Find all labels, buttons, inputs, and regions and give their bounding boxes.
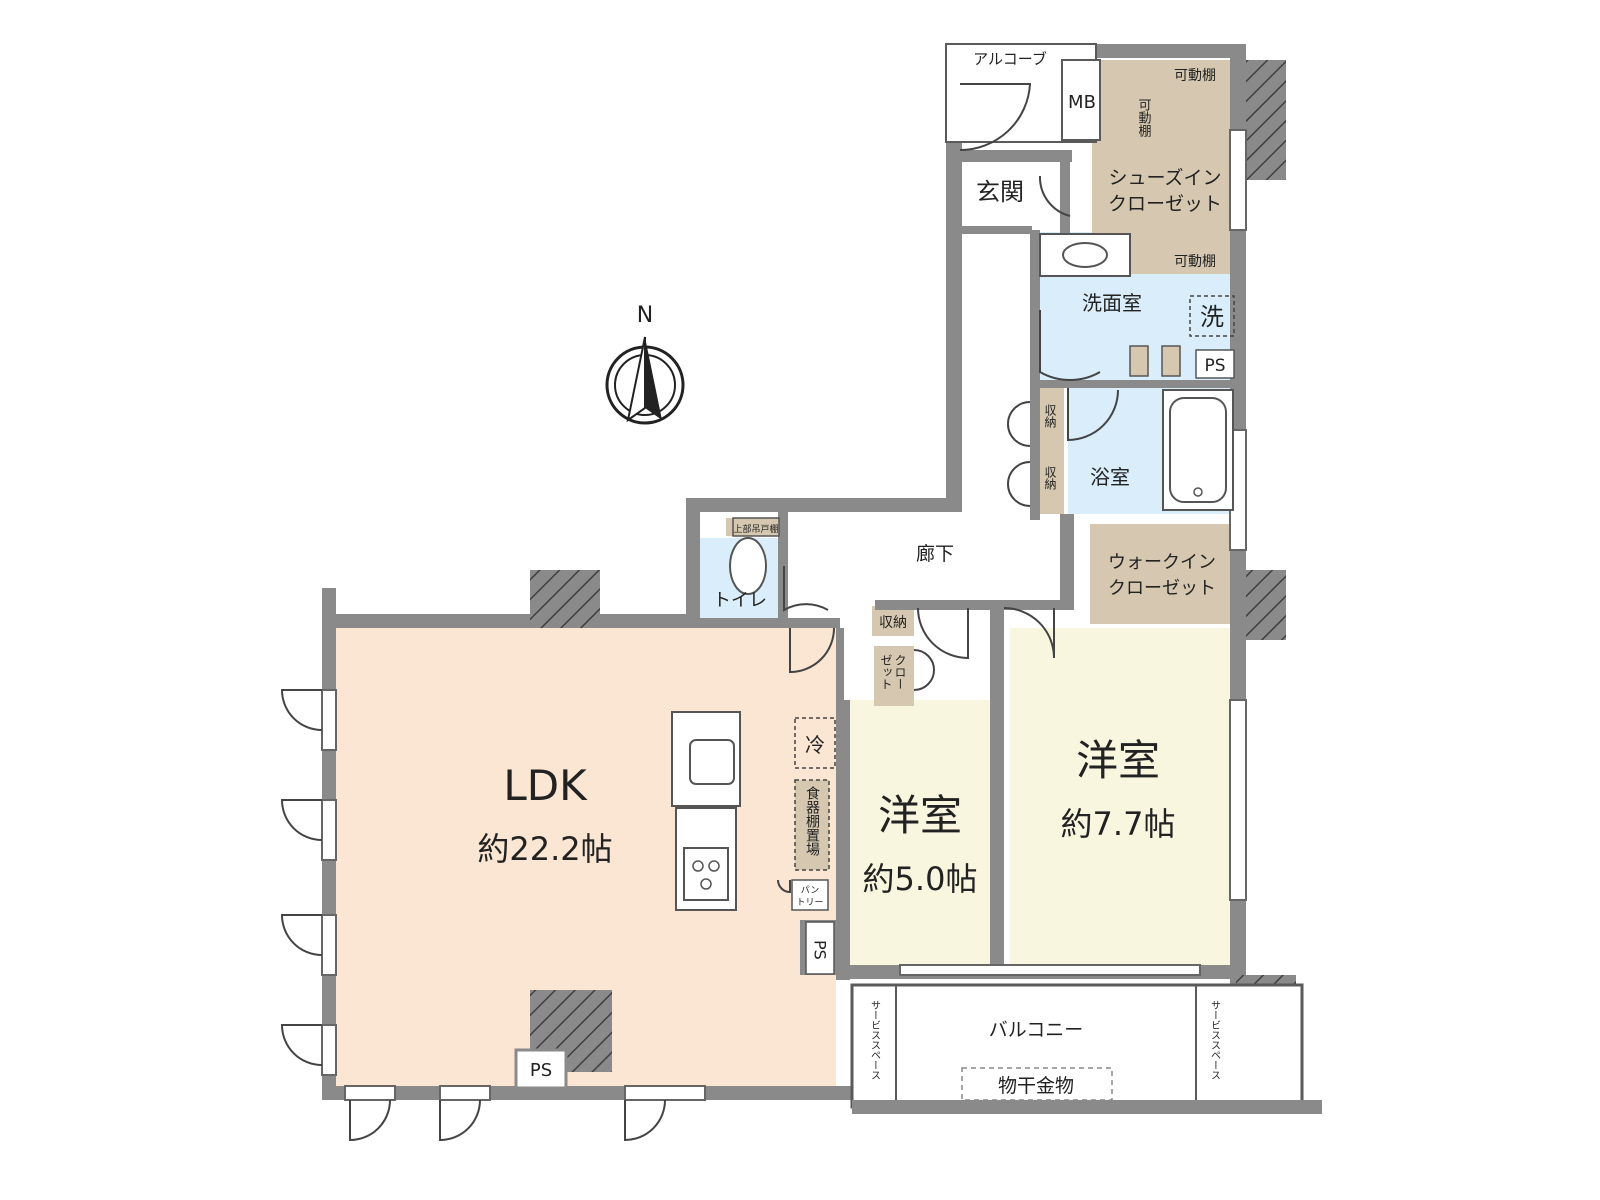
fridge-space bbox=[794, 717, 836, 769]
walk-in-closet-area bbox=[1090, 524, 1235, 624]
balcony-label: バルコニー bbox=[989, 1019, 1084, 1041]
pantry-box bbox=[791, 879, 829, 911]
hall-storage-area bbox=[872, 606, 914, 636]
meter-box-label: MB bbox=[1068, 92, 1096, 113]
western-room-b-name: 洋室 bbox=[1076, 736, 1160, 785]
dish-shelf-area bbox=[795, 780, 829, 870]
ps-box-kitchen bbox=[805, 921, 835, 975]
shoe-closet-label-2: クローゼット bbox=[1108, 193, 1222, 215]
balcony bbox=[850, 983, 1322, 1114]
bath-storage-area bbox=[1036, 386, 1064, 514]
walk-in-closet-label-2: クローゼット bbox=[1108, 578, 1216, 599]
washer-label: 洗 bbox=[1200, 303, 1224, 331]
fridge-label: 冷 bbox=[805, 733, 825, 757]
hall-storage-label: 収納 bbox=[879, 615, 907, 631]
toilet-cabinet-label: 上部吊戸棚 bbox=[733, 523, 778, 535]
bathroom-label: 浴室 bbox=[1090, 465, 1130, 489]
compass-north-label: N bbox=[637, 303, 653, 328]
bath-storage-label-2: 収納 bbox=[1043, 466, 1057, 490]
laundry-hanger-label: 物干金物 bbox=[998, 1075, 1074, 1097]
hall-closet-area bbox=[874, 646, 914, 706]
dish-shelf-label: 食器棚置場 bbox=[804, 785, 820, 856]
shelf-label-vertical: 可動棚 bbox=[1136, 98, 1152, 137]
western-room-a-size: 約5.0帖 bbox=[863, 860, 978, 898]
western-room-a-area bbox=[836, 700, 990, 965]
ps-ldk-label: PS bbox=[530, 1060, 552, 1081]
ldk-name: LDK bbox=[503, 761, 588, 810]
ldk-size: 約22.2帖 bbox=[477, 830, 612, 868]
kitchen-island bbox=[671, 711, 741, 911]
walk-in-closet-label-1: ウォークイン bbox=[1108, 552, 1216, 573]
service-space-left-label: サービススペース bbox=[869, 1000, 881, 1080]
shoe-closet-label-1: シューズイン bbox=[1108, 167, 1221, 189]
bath-storage-label-1: 収納 bbox=[1043, 404, 1057, 428]
hallway-label: 廊下 bbox=[916, 543, 954, 565]
hall-closet-label-2: ゼット bbox=[879, 654, 893, 690]
service-space-right-label: サービススペース bbox=[1209, 1000, 1221, 1080]
western-room-b-size: 約7.7帖 bbox=[1061, 805, 1176, 843]
ps-wash-label: PS bbox=[1204, 356, 1225, 376]
windows bbox=[321, 129, 1247, 1101]
north-compass: N bbox=[605, 303, 685, 425]
ps-kitchen-label: PS bbox=[811, 940, 830, 960]
washroom-label: 洗面室 bbox=[1082, 291, 1142, 315]
toilet-label: トイレ bbox=[713, 590, 767, 611]
dish-shelf-outline bbox=[794, 779, 830, 871]
alcove-label: アルコーブ bbox=[973, 50, 1047, 68]
western-room-b-area bbox=[1010, 628, 1235, 965]
pantry-label-1: パン bbox=[801, 885, 819, 896]
pipe-space-box bbox=[514, 1048, 568, 1090]
alcove bbox=[945, 43, 1101, 217]
pantry-label-2: トリー bbox=[796, 898, 823, 908]
ps-box-wash bbox=[1195, 349, 1235, 379]
western-room-a-name: 洋室 bbox=[878, 791, 962, 840]
shelf-label-bottom: 可動棚 bbox=[1174, 254, 1216, 270]
shelf-label-top: 可動棚 bbox=[1174, 68, 1216, 84]
hall-closet-label-1: クロー bbox=[893, 654, 907, 690]
interior-door-arcs bbox=[777, 310, 1119, 894]
fixtures bbox=[729, 233, 1235, 595]
entrance-label: 玄関 bbox=[976, 178, 1024, 206]
window-swing-arcs bbox=[280, 689, 666, 1142]
